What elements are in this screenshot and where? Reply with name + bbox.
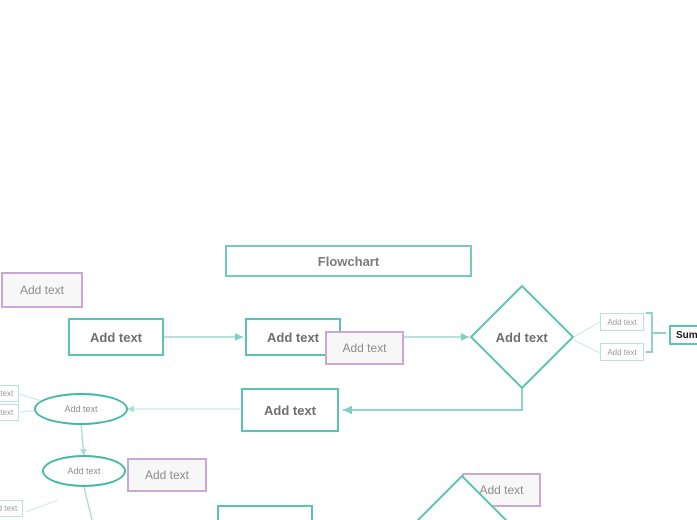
note-bottom-right-label: Add text	[479, 483, 524, 497]
note-beside-ellipse[interactable]: Add text	[127, 458, 207, 492]
note-beside-ellipse-label: Add text	[144, 468, 190, 482]
small-box-left-3[interactable]: Add text	[0, 500, 23, 517]
note-top-left[interactable]: Add text	[1, 272, 83, 308]
small-box-left-2[interactable]: Add text	[0, 404, 19, 421]
branch-box-yes[interactable]: Add text	[600, 313, 644, 331]
note-top-left-label: Add text	[19, 283, 65, 297]
edge-decision-proc3	[343, 381, 523, 415]
branch-box-yes-label: Add text	[607, 317, 637, 327]
edge-ellipse1-ellipse2	[80, 423, 87, 457]
ellipse-node-1[interactable]: Add text	[34, 393, 128, 425]
summary-box[interactable]: Summ	[669, 325, 697, 345]
branch-box-no[interactable]: Add text	[600, 343, 644, 361]
ellipse-node-1-label: Add text	[64, 404, 98, 414]
branch-box-no-label: Add text	[607, 347, 637, 357]
process-box-1[interactable]: Add text	[68, 318, 164, 356]
note-overlapping[interactable]: Add text	[325, 331, 404, 365]
edge-decision-branch-yes	[573, 321, 601, 338]
edge-small3-down	[25, 499, 59, 513]
process-box-3-label: Add text	[264, 402, 316, 418]
process-box-3[interactable]: Add text	[241, 388, 339, 432]
process-box-1-label: Add text	[90, 329, 142, 345]
decision-diamond-1[interactable]: Add text	[469, 284, 575, 390]
small-box-left-2-label: Add text	[0, 408, 14, 417]
summary-box-label: Summ	[676, 329, 697, 341]
flowchart-title[interactable]: Flowchart	[225, 245, 472, 277]
note-overlapping-label: Add text	[342, 341, 387, 355]
process-box-bottom[interactable]	[217, 505, 313, 520]
small-box-left-3-label: Add text	[0, 504, 18, 513]
small-box-left-1[interactable]: Add text	[0, 385, 19, 402]
edge-decision-branch-no	[573, 339, 601, 354]
decision-diamond-1-label: Add text	[496, 329, 548, 345]
small-box-left-1-label: Add text	[0, 389, 14, 398]
flowchart-title-label: Flowchart	[317, 253, 380, 269]
ellipse-node-2-label: Add text	[67, 466, 101, 476]
process-box-2-label: Add text	[267, 329, 319, 345]
branch-bracket	[646, 312, 653, 353]
edge-ellipse2-down	[83, 486, 93, 520]
ellipse-node-2[interactable]: Add text	[42, 455, 126, 487]
